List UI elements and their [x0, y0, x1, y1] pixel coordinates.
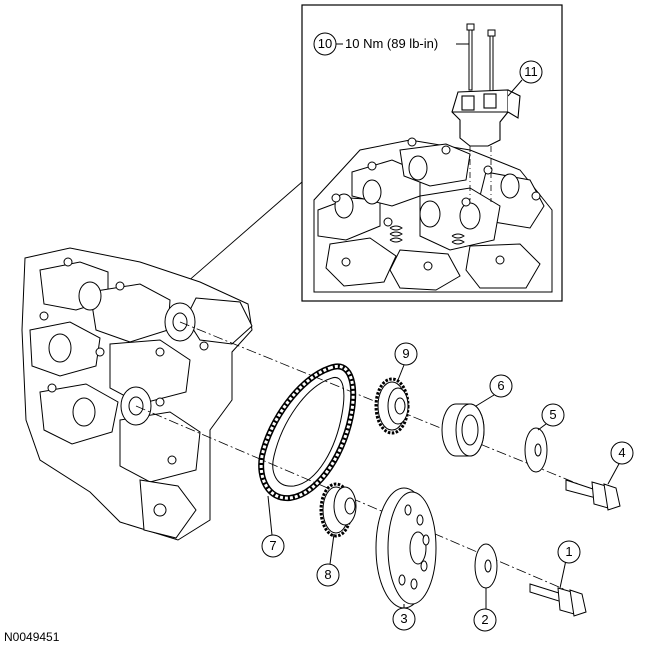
camshaft-bolt-lower	[529, 583, 587, 617]
callout-8: 8	[316, 533, 340, 587]
spacer-ring	[441, 403, 485, 457]
washer-upper	[524, 427, 548, 473]
camshaft-sprocket-upper	[374, 377, 410, 435]
callout-6: 6	[475, 374, 513, 407]
camshaft-bearing-cap	[451, 89, 521, 147]
callout-5-number: 5	[549, 407, 556, 422]
callout-7-number: 7	[269, 538, 276, 553]
camshaft-bolt-upper	[565, 479, 621, 511]
washer-lower	[474, 543, 498, 589]
engine-cylinder-head	[21, 247, 253, 541]
callout-10-torque-note: 10 Nm (89 lb-in)	[345, 36, 438, 51]
callout-3-number: 3	[400, 611, 407, 626]
detail-inset: 10 10 Nm (89 lb-in) 11	[116, 4, 563, 344]
callout-3: 3	[392, 604, 416, 631]
timing-chain	[258, 363, 357, 502]
callout-1-number: 1	[565, 544, 572, 559]
callout-4-number: 4	[618, 445, 625, 460]
callout-4: 4	[607, 441, 634, 485]
callout-2-number: 2	[481, 612, 488, 627]
callout-2: 2	[473, 588, 497, 632]
figure-id: N0049451	[4, 630, 60, 644]
callout-9: 9	[394, 342, 418, 381]
callout-10-number: 10	[318, 36, 332, 51]
camshaft-sprocket-lower	[319, 482, 357, 538]
callout-1: 1	[557, 540, 581, 589]
callout-7: 7	[261, 495, 285, 558]
callout-6-number: 6	[497, 378, 504, 393]
cylinder-head-detail	[313, 137, 553, 293]
callout-5: 5	[537, 403, 565, 431]
callout-11: 11	[507, 60, 543, 97]
callout-11-number: 11	[524, 64, 538, 79]
callout-10: 10 10 Nm (89 lb-in)	[313, 32, 469, 56]
callout-9-number: 9	[402, 346, 409, 361]
callout-8-number: 8	[324, 567, 331, 582]
trigger-wheel	[375, 487, 437, 609]
